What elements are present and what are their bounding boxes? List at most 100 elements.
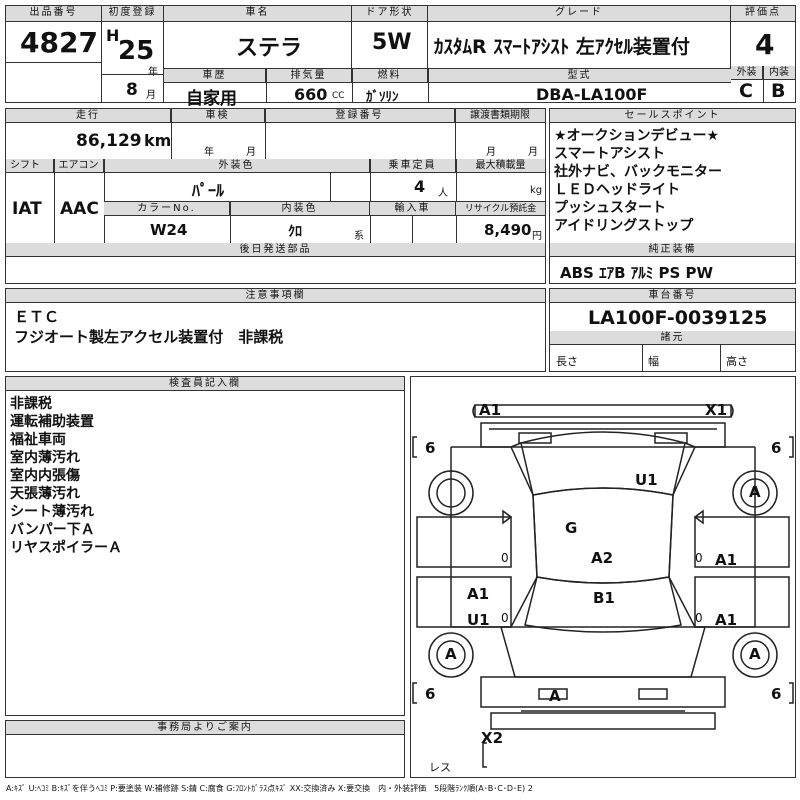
diagram-mark: A1 (715, 551, 738, 569)
import-label: 輸入車 (370, 202, 456, 216)
height-label: 高さ (726, 355, 748, 368)
diagram-mark: U1 (467, 611, 490, 629)
score-label: 評価点 (731, 6, 795, 22)
year-unit: 年 (148, 67, 158, 78)
ext-color-label: 外装色 (104, 159, 370, 173)
color-no-value: W24 (150, 221, 188, 239)
inspector-note: 福祉車両 (10, 432, 66, 448)
diagram-mark: G (565, 519, 578, 537)
later-parts-label: 後日発送部品 (6, 243, 545, 257)
capacity-label: 乗車定員 (370, 159, 456, 173)
exterior-value: C (739, 80, 753, 102)
second-row: 車歴 排気量 燃料 型式 自家用 660 CC ｶﾞｿﾘﾝ DBA-LA100F (164, 68, 731, 109)
yen-unit: 円 (532, 231, 542, 242)
inspector-note: リヤスポイラーＡ (10, 540, 122, 556)
diagram-mark: B1 (593, 589, 615, 607)
history-label: 車歴 (164, 69, 266, 83)
diagram-mark: A1 (479, 401, 502, 419)
kei-unit: 系 (354, 231, 364, 242)
insp-year-unit: 年 (204, 147, 214, 158)
kg-unit: kg (530, 185, 543, 196)
transfer-label: 譲渡書類期限 (455, 109, 545, 123)
chassis-label: 車台番号 (550, 289, 795, 303)
inspector-note: 非課税 (10, 396, 52, 412)
zero-mark: 0 (501, 551, 509, 565)
sales-point: ★オークションデビュー★ (554, 128, 720, 144)
sales-points-label: セールスポイント (550, 109, 795, 123)
car-diagram (412, 404, 794, 768)
history-value: 自家用 (186, 89, 237, 109)
persons-unit: 人 (438, 188, 448, 199)
color-no-label: カラーNo. (104, 202, 230, 216)
inspection-label: 車検 (171, 109, 265, 123)
lot-no-value: 4827 (20, 26, 98, 59)
sales-point: スマートアシスト (554, 146, 666, 162)
model-label: 型式 (428, 69, 731, 83)
diagram-mark: A1 (467, 585, 490, 603)
tire-grade: A (749, 645, 761, 663)
shift-label: シフト (6, 159, 54, 173)
recycle-value: 8,490 (484, 221, 532, 239)
inspector-note: 室内内張傷 (10, 468, 80, 484)
int-color-value: ｸﾛ (288, 224, 302, 240)
diagram-mark: X1 (705, 401, 728, 419)
car-name-value: ステラ (236, 36, 303, 61)
max-load-label: 最大積載量 (456, 159, 545, 173)
inspector-note: 運転補助装置 (10, 414, 94, 430)
office-label: 事務局よりご案内 (6, 721, 404, 735)
note-line: ＥＴＣ (14, 308, 60, 326)
zero-mark: 0 (695, 611, 703, 625)
diagram-mark: A2 (591, 549, 614, 567)
year-value: 25 (118, 36, 155, 66)
interior-label: 内装 (763, 66, 795, 80)
legend: A:ｷｽﾞ U:ﾍｺﾐ B:ｷｽﾞを伴うﾍｺﾐ P:要塗装 W:補修跡 S:錆 … (6, 784, 533, 793)
exterior-label: 外装 (731, 66, 763, 80)
door-label: ドア形状 (352, 6, 427, 22)
note-line: フジオート製左アクセル装置付 非課税 (14, 328, 284, 346)
diagram-mark: A1 (715, 611, 738, 629)
insp-month-unit: 月 (246, 147, 256, 158)
sales-points-block: セールスポイント ★オークションデビュー★ スマートアシスト 社外ナビ、バックモ… (549, 108, 796, 284)
score-value: 4 (755, 28, 775, 61)
zero-mark: 0 (501, 611, 509, 625)
ext-color-value: ﾊﾟｰﾙ (192, 181, 225, 200)
top-info-block: 出品番号 4827 初度登録 H 25 年 8 月 車名 ステラ ドア形状 5W… (5, 5, 796, 109)
length-label: 長さ (556, 355, 578, 368)
fuel-value: ｶﾞｿﾘﾝ (366, 90, 399, 105)
era-value: H (106, 26, 120, 45)
sales-point: アイドリングストップ (554, 218, 694, 234)
less-mark: レス (429, 761, 451, 774)
km-unit: km (144, 131, 172, 150)
mileage-label: 走行 (6, 109, 171, 123)
shift-value: IAT (12, 199, 42, 219)
genuine-label: 純正装備 (550, 243, 795, 257)
reg-no-label: 登録番号 (265, 109, 455, 123)
int-color-label: 内装色 (230, 202, 370, 216)
recycle-label: リサイクル預託金 (456, 202, 545, 216)
tire-depth: 6 (771, 685, 782, 703)
sales-point: ＬＥＤヘッドライト (554, 182, 680, 198)
diagram-mark: A (549, 687, 561, 705)
grade-label: グレード (428, 6, 730, 22)
car-name-label: 車名 (164, 6, 351, 22)
interior-value: B (771, 80, 786, 102)
mileage-block: 走行 車検 登録番号 譲渡書類期限 86,129 km 年 月 月 月 シフト … (5, 108, 546, 284)
tire-grade: A (749, 483, 761, 501)
chassis-block: 車台番号 LA100F-0039125 諸元 長さ 幅 高さ (549, 288, 796, 372)
lot-no-label: 出品番号 (6, 6, 101, 22)
notes-block: 注意事項欄 ＥＴＣ フジオート製左アクセル装置付 非課税 (5, 288, 546, 372)
tire-depth: 6 (771, 439, 782, 457)
cc-unit: CC (332, 91, 345, 101)
transfer-day-unit: 月 (528, 147, 538, 158)
displacement-label: 排気量 (266, 69, 352, 83)
grade-cell: グレード ｶｽﾀﾑR ｽﾏｰﾄｱｼｽﾄ 左ｱｸｾﾙ装置付 (428, 6, 731, 68)
car-diagram-block: A1 X1 U1 G A2 B1 A1 U1 A1 A1 A X2 A A A … (410, 376, 796, 778)
tire-depth: 6 (425, 685, 436, 703)
sales-point: 社外ナビ、バックモニター (554, 164, 722, 180)
notes-label: 注意事項欄 (6, 289, 545, 303)
sales-points-list: ★オークションデビュー★ スマートアシスト 社外ナビ、バックモニター ＬＥＤヘッ… (554, 127, 722, 235)
aircon-label: エアコン (54, 159, 104, 173)
car-name-cell: 車名 ステラ (164, 6, 352, 68)
grade-value: ｶｽﾀﾑR ｽﾏｰﾄｱｼｽﾄ 左ｱｸｾﾙ装置付 (434, 36, 690, 58)
inspector-note: シート薄汚れ (10, 504, 94, 520)
